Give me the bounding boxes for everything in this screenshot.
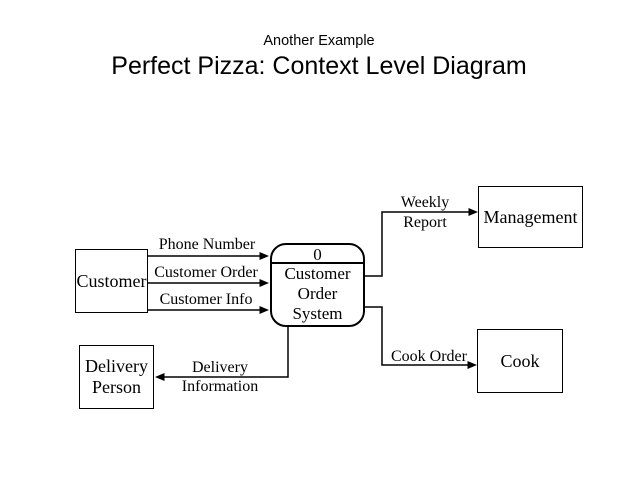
slide-subtitle: Another Example [263,33,375,49]
entity-management: Management [478,186,583,248]
flow-arrow-delivery-information [155,326,289,381]
flow-arrow-cook-order [364,306,477,369]
flow-label-delivery-information-line1: Delivery [192,359,248,376]
entity-management-label: Management [483,206,578,227]
flow-label-delivery-information-line2: Information [181,378,259,395]
arrowhead-right-icon [259,306,269,314]
flow-arrow-customer-order [148,279,269,287]
entity-delivery-person: Delivery Person [79,345,154,409]
arrowhead-right-icon [259,252,269,260]
arrowhead-right-icon [259,279,269,287]
process-name-line2: Order [297,283,338,303]
entity-customer-label: Customer [76,270,147,291]
flow-arrow-customer-info [148,306,269,314]
flow-label-customer-info: Customer Info [159,291,253,308]
arrowhead-right-icon [468,208,478,216]
process-name-line3: System [292,303,343,323]
flow-label-customer-order: Customer Order [154,264,258,281]
process-customer-order-system: 0 Customer Order System [270,243,365,327]
flow-label-cook-order: Cook Order [391,348,467,365]
flow-label-weekly-report-line2: Report [403,214,447,231]
entity-customer: Customer [75,249,148,313]
arrowhead-right-icon [467,361,477,369]
process-number: 0 [272,245,363,264]
flow-label-weekly-report-line1: Weekly [400,194,450,211]
process-name-line1: Customer [284,263,351,283]
flow-arrow-phone-number [148,252,269,260]
entity-cook: Cook [477,329,563,393]
flow-label-delivery-information: Delivery Information [172,358,268,396]
slide-title: Perfect Pizza: Context Level Diagram [111,52,527,80]
entity-delivery-person-label-line1: Delivery [85,356,148,376]
flow-arrow-weekly-report [364,208,478,277]
flow-label-weekly-report: Weekly Report [384,193,466,233]
entity-delivery-person-label-line2: Person [92,377,141,397]
process-name: Customer Order System [272,264,363,323]
flow-label-phone-number: Phone Number [158,236,256,253]
arrowhead-left-icon [155,373,165,381]
entity-cook-label: Cook [500,350,540,371]
